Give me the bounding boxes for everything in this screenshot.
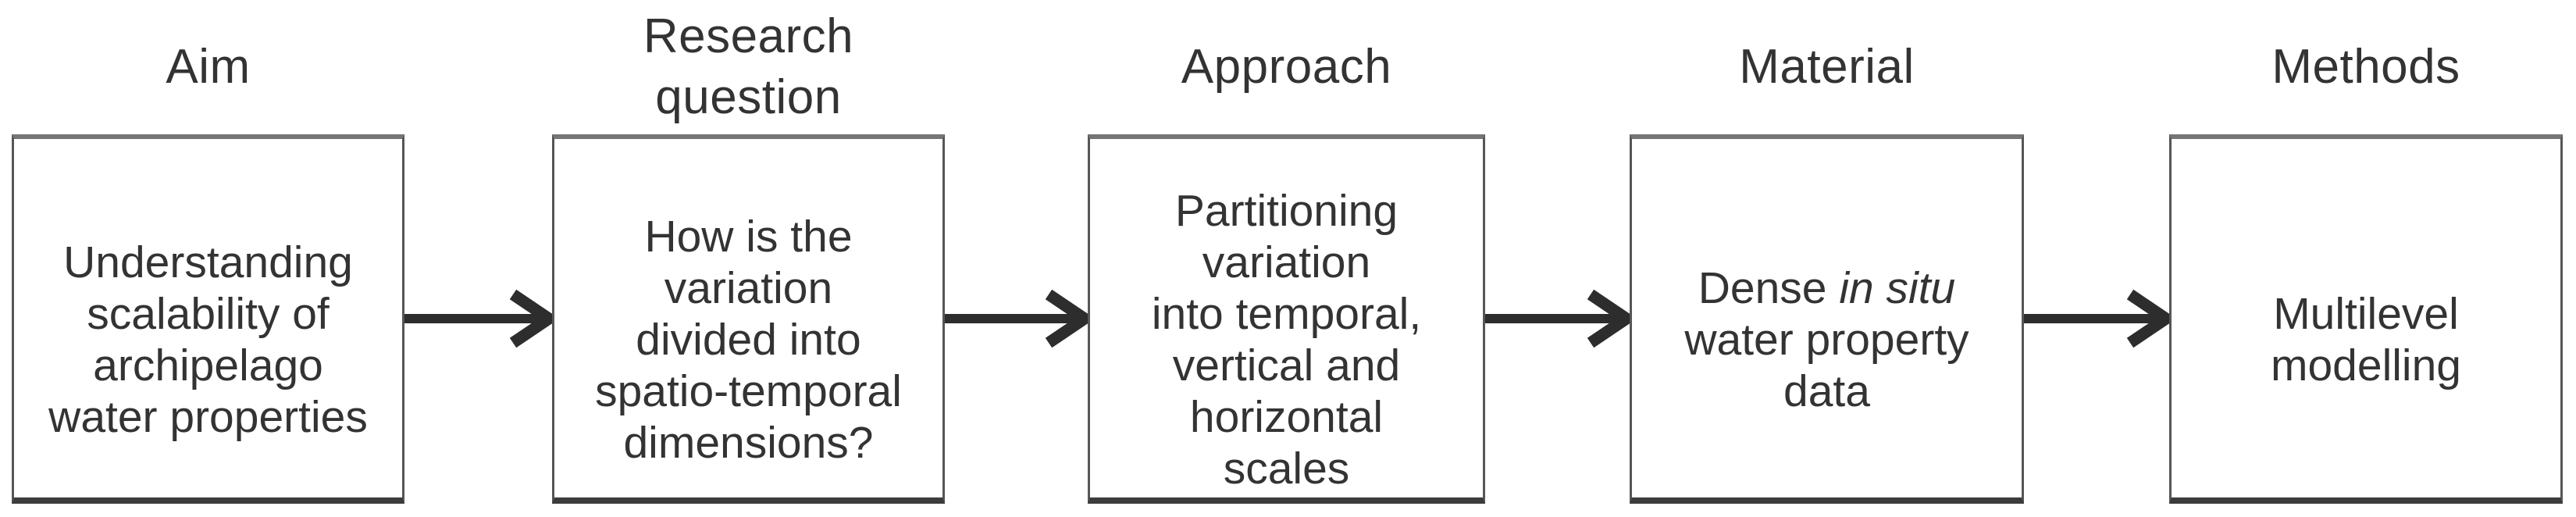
flow-arrow-3 <box>1485 289 1637 348</box>
flow-arrow-4 <box>2024 289 2177 348</box>
stage-title-research-question: Research question <box>643 9 854 124</box>
stage-title-methods: Methods <box>2271 40 2460 94</box>
flow-arrow-2 <box>945 289 1096 348</box>
stage-title-aim: Aim <box>166 40 251 94</box>
stage-title-material: Material <box>1739 40 1915 94</box>
stage-title-approach: Approach <box>1181 40 1392 94</box>
flow-arrow-1 <box>404 289 560 348</box>
